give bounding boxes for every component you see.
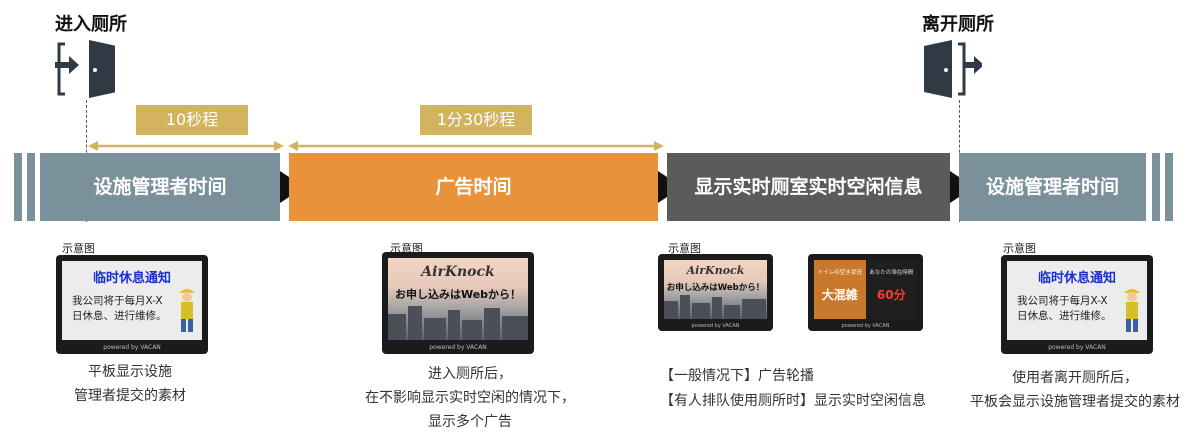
status-left-value: 大混雑 [821,288,858,302]
status-left-caption: トイレの空き状況 [817,270,862,276]
city-building [388,314,406,340]
sample-label-1: 示意图 [62,242,95,255]
status-right-value: 60分 [876,288,906,302]
exit-door-icon [924,40,982,98]
caption-line: 平板会显示设施管理者提交的素材 [970,394,1180,410]
city-building [712,297,722,319]
enter-door-icon [55,40,115,98]
ad-logo: AirKnock [421,264,495,280]
exit-label: 离开厕所 [922,14,994,35]
tablet-footer: powered by VACAN [1048,344,1106,351]
tablet-footer: powered by VACAN [103,344,161,351]
city-building [448,310,460,340]
tablet-screen-ad: AirKnock お申し込みはWebから！ [388,258,528,340]
status-crowd-panel: トイレの空き状況 大混雑 [814,260,866,319]
enter-label: 进入厕所 [55,14,127,35]
bar-stripe-left-2 [27,153,35,221]
tablet-screen: 临时休息通知 我公司将于每月X-X日休息、进行维修。 [62,261,202,340]
city-building [484,308,500,340]
notice-body: 我公司将于每月X-X日休息、进行维修。 [72,295,167,322]
city-building [408,306,422,340]
status-right-caption: あなたの滞在時間 [869,270,914,276]
phase-ad-time: 广告时间 [289,153,658,221]
ad-text: お申し込みはWebから！ [394,288,522,301]
tablet-footer: powered by VACAN [841,323,890,329]
city-building [664,301,678,319]
notice-title: 临时休息通知 [1037,271,1116,286]
notice-body: 我公司将于每月X-X日休息、进行维修。 [1017,295,1112,322]
sample-label-3: 示意图 [668,242,701,255]
worker-icon [179,289,195,332]
caption-ad: 进入厕所后， 在不影响显示实时空闲的情况下， 显示多个广告 [330,362,610,434]
caption-line: 平板显示设施 [88,364,172,380]
city-building [692,303,710,319]
caption-facility-end: 使用者离开厕所后， 平板会显示设施管理者提交的素材 [955,366,1195,414]
tablet-ad: AirKnock お申し込みはWebから！ powered by VACAN [382,252,534,354]
city-building [502,316,528,340]
caption-line: 【有人排队使用厕所时】显示实时空闲信息 [660,393,926,409]
city-building [462,320,482,340]
notice-title: 临时休息通知 [92,271,171,286]
duration-label-first: 10秒程 [136,105,248,135]
tablet-screen-ad-small: AirKnock お申し込みはWebから！ [664,260,767,319]
tablet-notice-1: 临时休息通知 我公司将于每月X-X日休息、进行维修。 powered by VA… [56,255,208,354]
caption-line: 显示多个广告 [428,414,512,430]
tablet-footer: powered by VACAN [429,344,487,351]
tablet-screen-status: トイレの空き状況 大混雑 あなたの滞在時間 60分 [814,260,917,319]
bar-stripe-left-1 [14,153,22,221]
caption-line: 【一般情况下】广告轮播 [660,368,814,384]
caption-facility-start: 平板显示设施 管理者提交的素材 [30,360,230,408]
tablet-screen: 临时休息通知 我公司将于每月X-X日休息、进行维修。 [1007,261,1147,340]
duration-arrow-first [88,141,284,151]
ad-logo: AirKnock [686,264,745,277]
tablet-footer: powered by VACAN [691,323,740,329]
city-building [680,295,690,319]
bar-stripe-right-2 [1165,153,1173,221]
duration-arrow-second [288,141,664,151]
city-building [742,299,766,319]
sample-label-4: 示意图 [1003,242,1036,255]
phase-facility-time-start: 设施管理者时间 [40,153,280,221]
city-building [724,305,740,319]
caption-vacancy: 【一般情况下】广告轮播 【有人排队使用厕所时】显示实时空闲信息 [660,364,960,414]
tablet-status: トイレの空き状況 大混雑 あなたの滞在時間 60分 powered by VAC… [808,254,923,331]
duration-label-second: 1分30秒程 [420,105,532,135]
caption-line: 使用者离开厕所后， [1012,370,1138,386]
worker-icon [1124,289,1140,332]
caption-line: 管理者提交的素材 [74,388,186,404]
caption-line: 在不影响显示实时空闲的情况下， [365,390,575,406]
phase-vacancy-info: 显示实时厕室实时空闲信息 [667,153,950,221]
phase-facility-time-end: 设施管理者时间 [959,153,1146,221]
status-time-panel: あなたの滞在時間 60分 [865,260,917,319]
city-building [424,318,446,340]
bar-stripe-right-1 [1152,153,1160,221]
caption-line: 进入厕所后， [428,366,512,382]
tablet-notice-2: 临时休息通知 我公司将于每月X-X日休息、进行维修。 powered by VA… [1001,255,1153,354]
sample-label-2: 示意图 [390,242,423,255]
ad-text: お申し込みはWebから！ [666,283,765,293]
tablet-ad-small: AirKnock お申し込みはWebから！ powered by VACAN [658,254,773,331]
